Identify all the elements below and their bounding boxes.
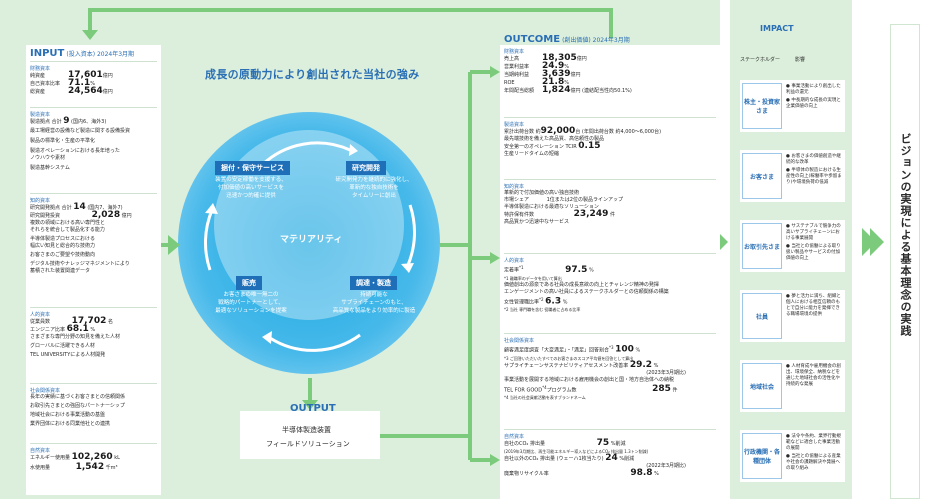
section-heading: 製造資本 xyxy=(504,122,525,128)
impact-row: お取引先さま● サステナブルで競争力の高いサプライチェーンにおける事業展開 ● 当… xyxy=(740,220,845,272)
text-installation-service: 装置の安定稼働を支援する、付加価値の高いサービスを迅速かつ的確に提供 xyxy=(215,177,287,199)
outcome-manufacturing: 製造資本 累計出荷台数 約92,000台 (年間出荷台数 約4,000〜6,00… xyxy=(504,117,716,158)
input-natural: 自然資本 エネルギー使用量 102,260 kL 水使用量 1,542 千m³ xyxy=(30,443,157,472)
impact-description: ● サステナブルで競争力の高いサプライチェーンにおける事業展開 ● 当社との協働に… xyxy=(786,224,844,264)
outcome-human: 人的資本 定着率*1 97.5 % *1 離職率のデータを用いて算出 価値創出の… xyxy=(504,253,716,313)
section-heading: 自然資本 xyxy=(504,434,525,440)
text-rnd: 研究開発力を継続的に強化し、革新的な独自技術をタイムリーに創出 xyxy=(335,177,413,199)
impact-description: ● 法令や条約、業界行動規範などに適合した事業活動の展開 ● 当社との協働による産… xyxy=(786,434,844,474)
impact-header-stakeholder: ステークホルダー xyxy=(740,57,781,63)
impact-bullet: ● サステナブルで競争力の高いサプライチェーンにおける事業展開 xyxy=(786,224,841,241)
feedback-arrow-head xyxy=(82,30,98,40)
impact-title: IMPACT xyxy=(760,24,794,33)
output-item: フィールドソリューション xyxy=(266,440,350,448)
impact-description: ● 事業活動により創出した利益の還元 ● 中長期的な成長の実現と企業価値の向上 xyxy=(786,84,844,112)
stakeholder-label: 社員 xyxy=(742,293,782,339)
section-heading: 社会関係資本 xyxy=(504,338,535,344)
output-item: 半導体製造装置 xyxy=(282,426,331,434)
impact-bullet: ● 人材育成や雇用機会の創出、環境保全、納税などを通じた地域社会の活性化や持続的… xyxy=(786,364,841,387)
impact-bullet: ● 夢と活力に満ち、組織と個人における相互信頼のもとで自分に能力を発揮できる職場… xyxy=(786,294,841,317)
input-manufacturing: 製造資本 製造拠点 合計 9 (国内6、海外3) 最工場経営の設備など製造に関す… xyxy=(30,107,157,172)
section-heading: 人的資本 xyxy=(30,312,51,318)
section-heading: 人的資本 xyxy=(504,258,525,264)
stakeholder-label: 行政機関・各種団体 xyxy=(742,433,782,479)
section-heading: 財務資本 xyxy=(30,66,51,72)
output-title: OUTPUT xyxy=(290,403,336,414)
section-heading: 自然資本 xyxy=(30,448,51,454)
stakeholder-label: お取引先さま xyxy=(742,223,782,269)
impact-description: ● 夢と活力に満ち、組織と個人における相互信頼のもとで自分に能力を発揮できる職場… xyxy=(786,294,844,320)
badge-sales: 販売 xyxy=(236,276,262,290)
text-sales: お客さまの唯一無二の戦略的パートナーとして、最適なソリューションを提案 xyxy=(215,292,287,314)
impact-row: 地域社会● 人材育成や雇用機会の創出、環境保全、納税などを通じた地域社会の活性化… xyxy=(740,360,845,412)
stakeholder-label: お客さま xyxy=(742,153,782,199)
stakeholder-label: 株主・投資家さま xyxy=(742,83,782,129)
impact-row: お客さま ● お客さまの価値創造や継続的な改革 ● 半導体の製造における生産性の向上… xyxy=(740,150,845,202)
badge-procurement: 調達・製造 xyxy=(350,276,397,290)
materiality-circle xyxy=(178,112,440,374)
outcome-natural: 自然資本 自社のCO₂ 排出量 75 %削減 (2019年3月期比、再生可能エネ… xyxy=(504,429,716,478)
impact-row: 行政機関・各種団体● 法令や条約、業界行動規範などに適合した事業活動の展開 ● 当… xyxy=(740,430,845,482)
output-box: OUTPUT 半導体製造装置 フィールドソリューション xyxy=(240,403,380,459)
outcome-title: OUTCOME(創出価値) 2024年3月期 xyxy=(504,34,630,45)
input-title: INPUT(投入資本) 2024年3月期 xyxy=(30,48,135,59)
text-procurement: 持続可能なサプライチェーンのもと、高品質な製品をより効率的に製造 xyxy=(332,292,416,314)
impact-bullet: ● 半導体の製造における生産性の向上(稼働率や歩留まり)や環境負荷の低減 xyxy=(786,168,842,185)
section-heading: 財務資本 xyxy=(504,49,525,55)
feedback-loop-arrow xyxy=(88,8,613,38)
vision-box: ビジョンの実現による基本理念の実践 xyxy=(890,24,920,499)
badge-rnd: 研究開発 xyxy=(346,161,386,175)
section-heading: 知的資本 xyxy=(30,198,51,204)
outcome-intellectual: 知的資本 革新的で付加価値の高い独自技術 市場シェア 1位または2位の製品ライン… xyxy=(504,179,716,226)
input-intellectual: 知的資本 研究開発拠点 合計 14 (国内7、海外7) 研究開発投資 2,028… xyxy=(30,193,157,275)
section-heading: 知的資本 xyxy=(504,184,525,190)
impact-bullet: ● 法令や条約、業界行動規範などに適合した事業活動の展開 xyxy=(786,434,841,451)
vision-text: ビジョンの実現による基本理念の実践 xyxy=(899,133,912,337)
input-human: 人的資本 従業員数 17,702 名 エンジニア比率 68.1 % さまざまな専… xyxy=(30,307,157,359)
impact-bullet: ● 事業活動により創出した利益の還元 xyxy=(786,84,841,95)
input-social: 社会関係資本 長年の実績に基づくお客さまとの信頼関係 お取引先さまとの強固なパー… xyxy=(30,383,157,428)
impact-bullet: ● お客さまの価値創造や継続的な改革 xyxy=(786,154,841,165)
impact-bullet: ● 当社との協働による産業や社会の課題解決や発展への取り組み xyxy=(786,454,841,471)
impact-row: 株主・投資家さま ● 事業活動により創出した利益の還元 ● 中長期的な成長の実現と企… xyxy=(740,80,845,132)
impact-header-effect: 影響 xyxy=(795,57,806,63)
materiality-label: マテリアリティ xyxy=(280,235,343,245)
impact-row: 社員● 夢と活力に満ち、組織と個人における相互信頼のもとで自分に能力を発揮できる… xyxy=(740,290,845,342)
impact-description: ● お客さまの価値創造や継続的な改革 ● 半導体の製造における生産性の向上(稼働率… xyxy=(786,154,844,188)
impact-description: ● 人材育成や雇用機会の創出、環境保全、納税などを通じた地域社会の活性化や持続的… xyxy=(786,364,844,390)
badge-installation-service: 据付・保守サービス xyxy=(215,161,290,175)
stakeholder-label: 地域社会 xyxy=(742,363,782,409)
impact-bullet: ● 中長期的な成長の実現と企業価値の向上 xyxy=(786,98,841,109)
strengths-heading: 成長の原動力により創出された当社の強み xyxy=(205,68,420,81)
outcome-social: 社会関係資本 顧客満足度調査「大変満足」・「満足」回答割合*3 100 % *3… xyxy=(504,333,716,401)
section-heading: 社会関係資本 xyxy=(30,388,61,394)
section-heading: 製造資本 xyxy=(30,112,51,118)
impact-bullet: ● 当社との協働による取り扱い製品やサービスの付加価値の向上 xyxy=(786,244,841,261)
